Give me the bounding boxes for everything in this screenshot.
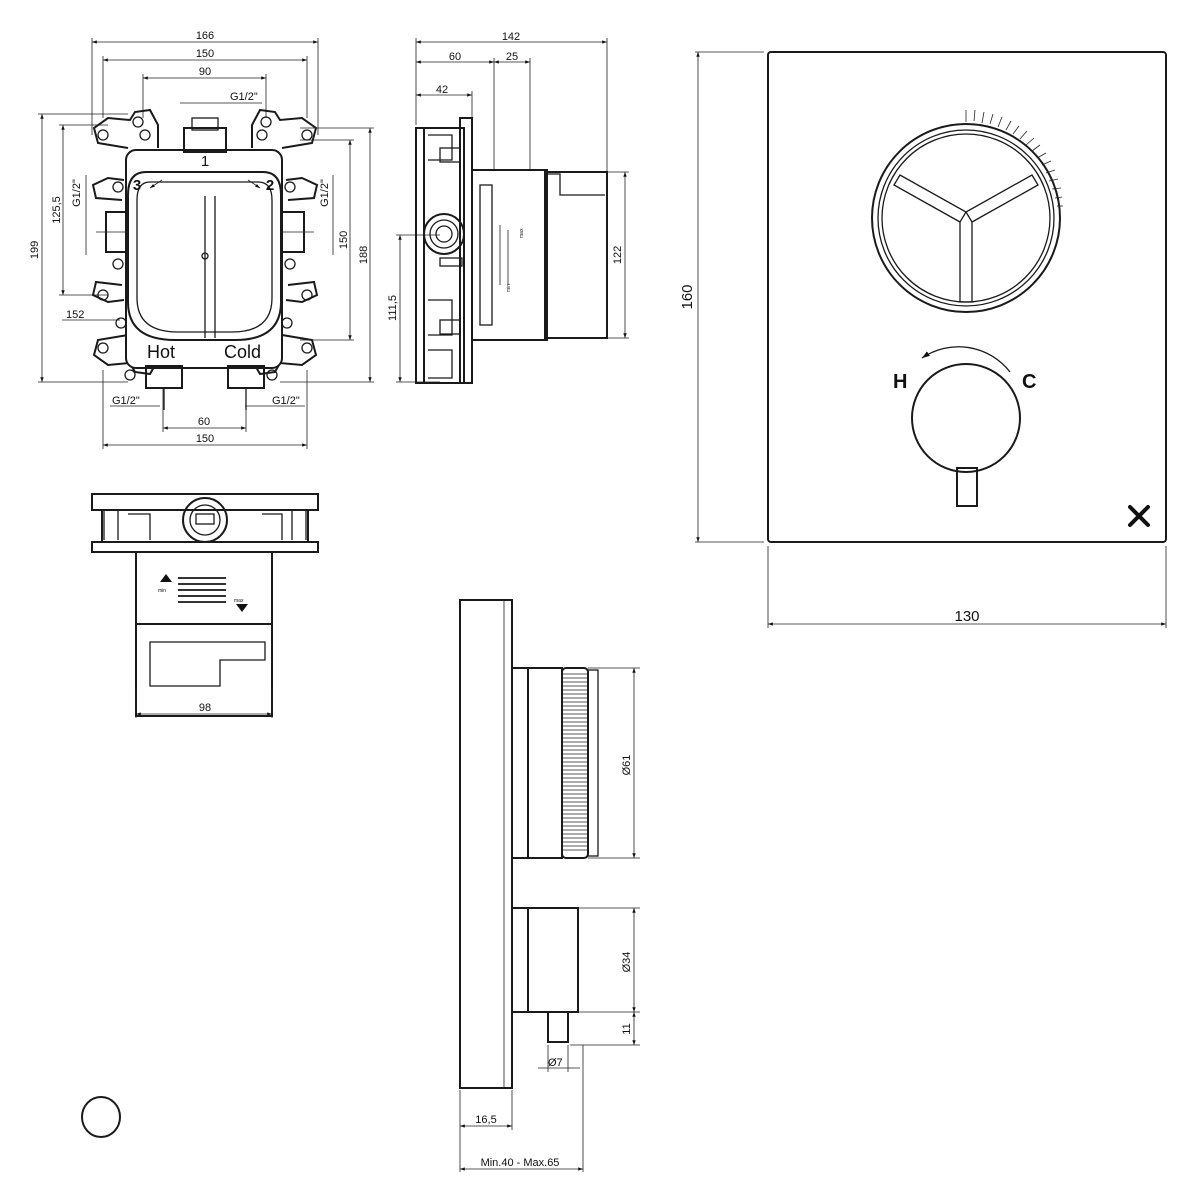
thread-bottom-right: G1/2": [272, 395, 300, 407]
port-1-label: 1: [201, 153, 209, 170]
side-max-text: max: [519, 228, 525, 238]
temperature-knob: [911, 363, 1021, 473]
top-view-flange: [91, 493, 319, 511]
hot-label: Hot: [147, 342, 175, 362]
dim-142: 142: [502, 31, 520, 43]
brand-cross-logo: [1128, 505, 1150, 527]
top-max-text: max: [234, 598, 244, 604]
thread-right: G1/2": [319, 179, 331, 207]
dim-130: 130: [954, 608, 979, 625]
dim-125-5: 125,5: [51, 196, 63, 224]
dim-90: 90: [199, 66, 211, 78]
dim-25: 25: [506, 51, 518, 63]
port-2-label: 2: [266, 177, 274, 194]
trim-side-dimension-lines: [459, 667, 640, 1172]
temperature-lever: [956, 467, 978, 507]
top-min-text: min: [158, 588, 166, 594]
dim-166: 166: [196, 30, 214, 42]
dim-150-side: 150: [338, 231, 350, 249]
trim-front-view: 160 130: [679, 51, 1167, 628]
dim-150-top: 150: [196, 48, 214, 60]
dim-d7: Ø7: [548, 1057, 563, 1069]
dim-199: 199: [29, 241, 41, 259]
dim-60-side: 60: [449, 51, 461, 63]
port-top: [183, 127, 227, 153]
lever-side: [547, 1011, 569, 1043]
diverter-knurled-ring: [561, 667, 589, 859]
thread-left: G1/2": [71, 179, 83, 207]
thread-bottom-left: G1/2": [112, 395, 140, 407]
cold-label: Cold: [224, 342, 261, 362]
inlet-hot: [145, 365, 183, 389]
thread-top: G1/2": [230, 91, 258, 103]
dim-122: 122: [612, 246, 624, 264]
top-view-housing: [135, 551, 273, 625]
trim-side-view: Ø61 Ø34 11 Ø7 16,5 Min.40 - Max.65: [459, 599, 640, 1172]
dim-range: Min.40 - Max.65: [481, 1157, 560, 1169]
side-valve-housing: [471, 169, 548, 341]
dim-152: 152: [66, 309, 84, 321]
inner-opening: [127, 171, 282, 341]
temperature-side-body: [527, 907, 579, 1013]
top-view-text-lines: [178, 577, 226, 603]
corner-circle-mark: [81, 1096, 121, 1138]
hot-letter: H: [893, 371, 907, 393]
dim-16-5: 16,5: [475, 1114, 496, 1126]
inlet-cold: [227, 365, 265, 389]
dim-160: 160: [679, 284, 696, 309]
bolt-holes: [97, 116, 313, 381]
port-3-label: 3: [133, 177, 141, 194]
dim-98: 98: [199, 702, 211, 714]
side-min-text: min: [506, 284, 512, 292]
side-view-box: 142 60 25 42 111,5 122 min max: [387, 31, 629, 384]
top-view-port: [182, 497, 228, 543]
dim-150-bottom: 150: [196, 433, 214, 445]
diverter-scale-ticks: [965, 109, 1063, 207]
side-dimension-lines: [396, 38, 629, 383]
dim-60: 60: [198, 416, 210, 428]
dim-42: 42: [436, 84, 448, 96]
diverter-knob: [871, 123, 1061, 313]
trim-plate: [767, 51, 1167, 543]
front-dimension-lines: [38, 38, 374, 449]
dim-d61: Ø61: [621, 755, 633, 776]
knurl-pattern: [563, 673, 587, 851]
dim-11: 11: [621, 1023, 633, 1034]
cold-letter: C: [1022, 371, 1036, 393]
side-port: [423, 213, 465, 255]
dim-188: 188: [358, 246, 370, 264]
dim-111-5: 111,5: [387, 295, 399, 321]
top-view-box: min max 98: [91, 493, 319, 718]
diverter-side-body: [527, 667, 563, 859]
front-view-box: 166 150 90 G1/2" 199 125,5 G1/2" G1/2" 1…: [29, 30, 374, 449]
dim-d34: Ø34: [621, 952, 633, 973]
side-front-flange: [415, 127, 425, 384]
